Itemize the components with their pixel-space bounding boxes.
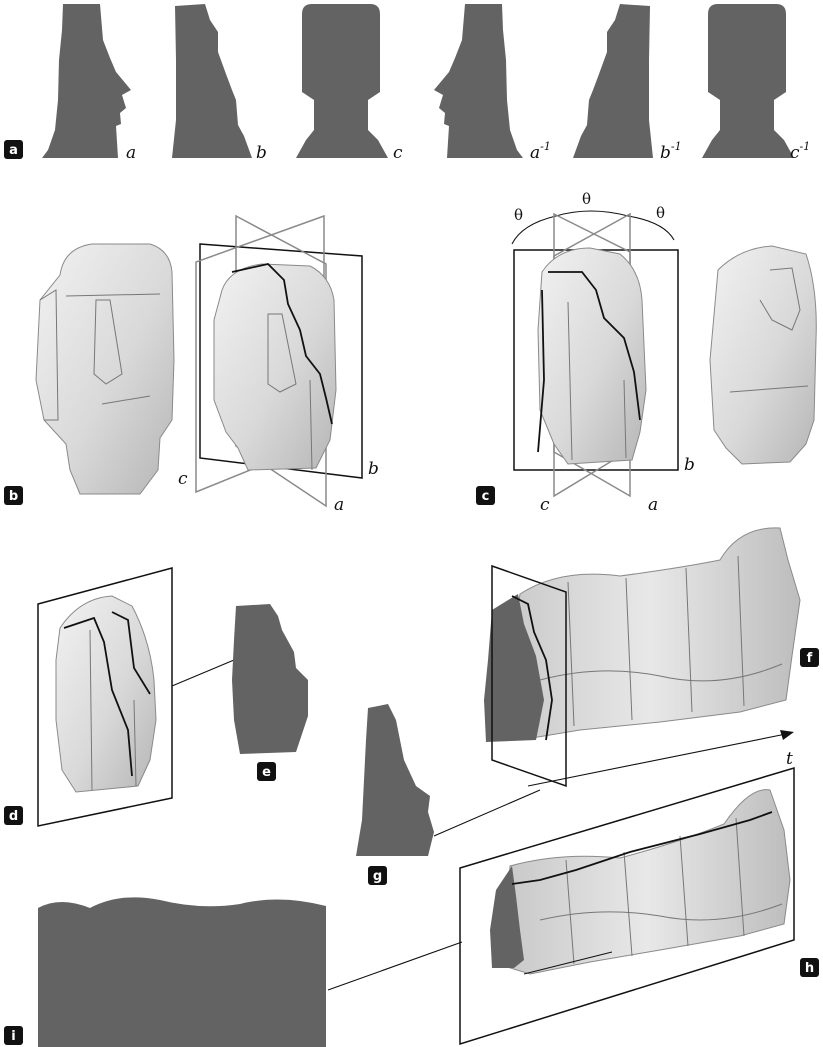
label-a-inv: a-1 xyxy=(530,140,551,163)
label-c: c xyxy=(393,143,403,163)
theta-arc-3 xyxy=(628,216,674,240)
label-b: b xyxy=(256,143,267,163)
label-b-inv: b-1 xyxy=(660,140,682,163)
moai-rotated-right xyxy=(710,246,816,464)
sweep-f-body xyxy=(500,528,800,740)
plane-b-label-c: c xyxy=(178,469,188,489)
theta-label-1: θ xyxy=(514,206,523,224)
silhouette-e xyxy=(232,604,308,754)
badge-g-text: g xyxy=(373,869,382,884)
t-axis-arrowhead xyxy=(780,730,794,740)
badge-i-text: i xyxy=(11,1029,15,1044)
panel-h: h xyxy=(460,768,819,1044)
badge-f-text: f xyxy=(807,651,813,666)
silhouette-i xyxy=(38,897,326,1047)
sweep-h-body xyxy=(504,790,790,974)
plane-c-label-a: a xyxy=(648,495,658,515)
panel-c: θ θ θ c b a c xyxy=(476,190,816,515)
plane-b-label-a: a xyxy=(334,495,344,515)
panel-f: t f xyxy=(484,528,819,786)
silhouette-c xyxy=(296,4,388,158)
panel-i: i xyxy=(4,897,462,1047)
panel-b: c b a b xyxy=(4,216,379,515)
badge-a-text: a xyxy=(9,143,18,158)
theta-label-3: θ xyxy=(656,204,665,222)
label-a: a xyxy=(126,143,136,163)
moai-head-left xyxy=(36,244,174,494)
silhouette-c-inv xyxy=(702,4,794,158)
silhouette-b xyxy=(172,4,252,158)
badge-d-text: d xyxy=(9,809,18,824)
plane-c-label-b: b xyxy=(684,455,695,475)
label-c-inv: c-1 xyxy=(790,140,810,163)
plane-c-label-c: c xyxy=(540,495,550,515)
panel-e: e xyxy=(232,604,308,781)
moai-head-right xyxy=(214,264,336,470)
badge-h-text: h xyxy=(805,961,814,976)
silhouette-b-inv xyxy=(573,4,653,158)
panel-d: d xyxy=(4,568,234,826)
connector-g-f xyxy=(434,790,540,836)
badge-e-text: e xyxy=(262,765,271,780)
t-axis-label: t xyxy=(786,749,793,769)
row-a-silhouettes: a b c a-1 b-1 c-1 a xyxy=(4,4,810,163)
theta-arc-2 xyxy=(556,211,628,216)
theta-label-2: θ xyxy=(582,190,591,208)
silhouette-a-inv xyxy=(434,4,523,158)
badge-c-text: c xyxy=(482,489,490,504)
connector-i-h xyxy=(328,942,462,990)
connector-d-e xyxy=(172,660,234,686)
silhouette-g xyxy=(356,704,434,856)
plane-b-label-b: b xyxy=(368,459,379,479)
badge-b-text: b xyxy=(9,489,18,504)
silhouette-a xyxy=(42,4,131,158)
